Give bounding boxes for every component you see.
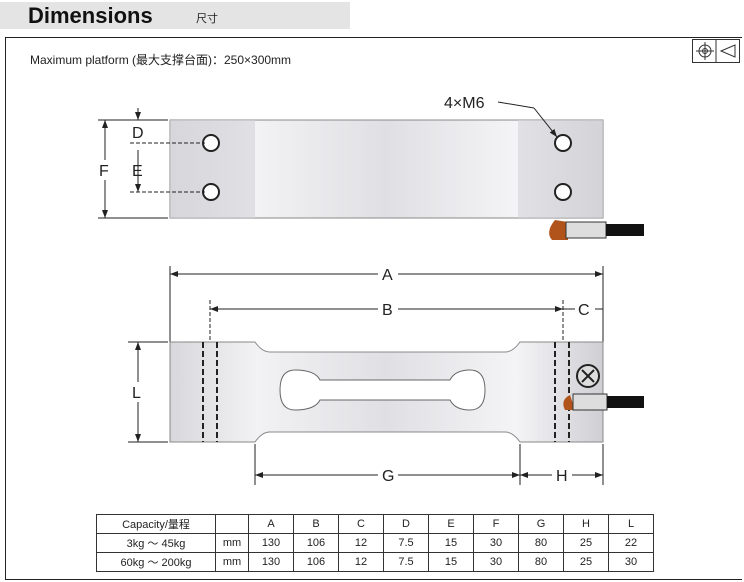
top-view (169, 101, 644, 240)
header-cell (215, 514, 249, 534)
projection-symbol-icon (692, 39, 740, 63)
page-subtitle: 尺寸 (196, 13, 218, 25)
header-cell: D (383, 514, 429, 534)
cell: 60kg ～ 200kg (96, 552, 216, 572)
dim-A-label: A (382, 267, 393, 284)
cell: 25 (563, 533, 609, 553)
cell: 3kg ～ 45kg (96, 533, 216, 553)
header-cell: G (518, 514, 564, 534)
holes-label: 4×M6 (444, 95, 485, 112)
cell: 12 (338, 533, 384, 553)
cell: 106 (293, 533, 339, 553)
platform-spec: Maximum platform (最大支撑台面)：250×300mm (30, 53, 292, 67)
cell: 80 (518, 552, 564, 572)
cell: 25 (563, 552, 609, 572)
dim-H-label: H (556, 468, 568, 485)
cell: 130 (248, 552, 294, 572)
dimensions-table: Capacity/量程 A B C D E F G H L 3kg ～ 45kg… (96, 514, 654, 572)
cell: 12 (338, 552, 384, 572)
cell: 80 (518, 533, 564, 553)
dim-C-label: C (578, 302, 590, 319)
cell: 106 (293, 552, 339, 572)
dim-L-label: L (132, 385, 141, 402)
header-cell: F (473, 514, 519, 534)
header-cell: Capacity/量程 (96, 514, 216, 534)
header-cell: H (563, 514, 609, 534)
dim-G-label: G (382, 468, 394, 485)
header-cell: L (608, 514, 654, 534)
cell: 22 (608, 533, 654, 553)
cell: 15 (428, 533, 474, 553)
cell: 30 (473, 552, 519, 572)
dim-B-label: B (382, 302, 393, 319)
cell: 30 (473, 533, 519, 553)
side-view (169, 341, 644, 443)
dim-E-label: E (132, 163, 143, 180)
cell: 15 (428, 552, 474, 572)
table-header-row: Capacity/量程 A B C D E F G H L (96, 514, 654, 534)
drawing-frame (5, 37, 742, 580)
cell: 7.5 (383, 533, 429, 553)
header-cell: A (248, 514, 294, 534)
dim-F-label: F (99, 163, 109, 180)
cell: mm (215, 552, 249, 572)
cell: 130 (248, 533, 294, 553)
cell: 7.5 (383, 552, 429, 572)
cell: 30 (608, 552, 654, 572)
dim-D-label: D (132, 125, 144, 142)
page-title: Dimensions (28, 3, 153, 28)
header-cell: E (428, 514, 474, 534)
header-bar (0, 2, 350, 29)
cell: mm (215, 533, 249, 553)
header-cell: B (293, 514, 339, 534)
header-cell: C (338, 514, 384, 534)
